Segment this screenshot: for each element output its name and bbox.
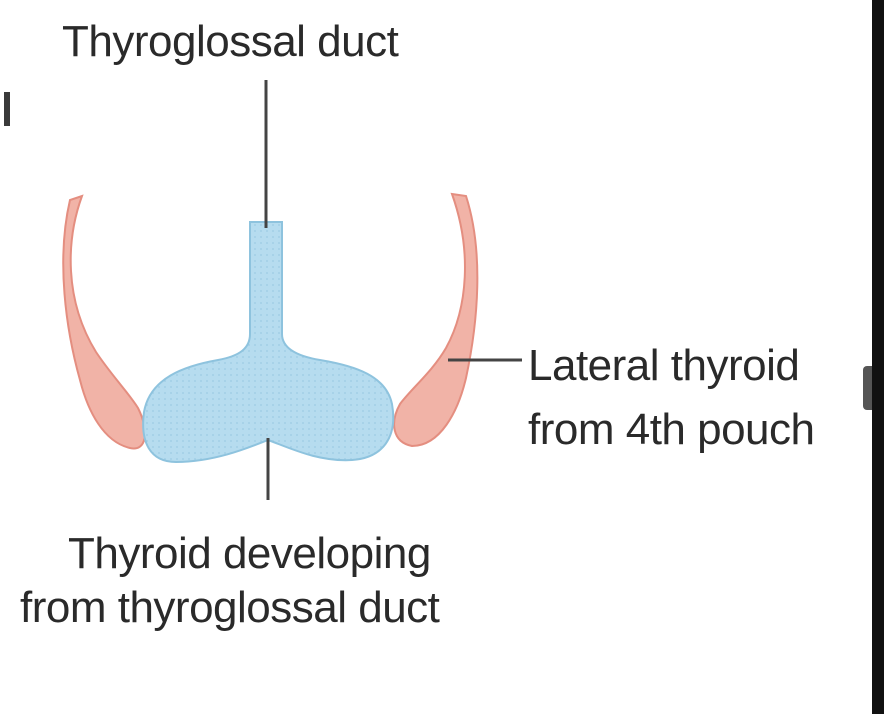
- lateral-thyroid-label-line1: Lateral thyroid: [528, 340, 799, 392]
- thyroid-developing-label-line1: Thyroid developing: [68, 528, 431, 580]
- thyroid-developing-body: [143, 222, 393, 462]
- thyroglossal-duct-label: Thyroglossal duct: [62, 16, 398, 68]
- image-edge-border: [872, 0, 884, 714]
- right-lateral-pouch: [394, 194, 477, 446]
- cropped-text-fragment: [4, 92, 10, 126]
- cropped-text-fragment-right: [863, 366, 872, 410]
- thyroid-developing-label-line2: from thyroglossal duct: [20, 582, 439, 634]
- left-lateral-pouch: [63, 196, 145, 449]
- lateral-thyroid-label-line2: from 4th pouch: [528, 404, 815, 456]
